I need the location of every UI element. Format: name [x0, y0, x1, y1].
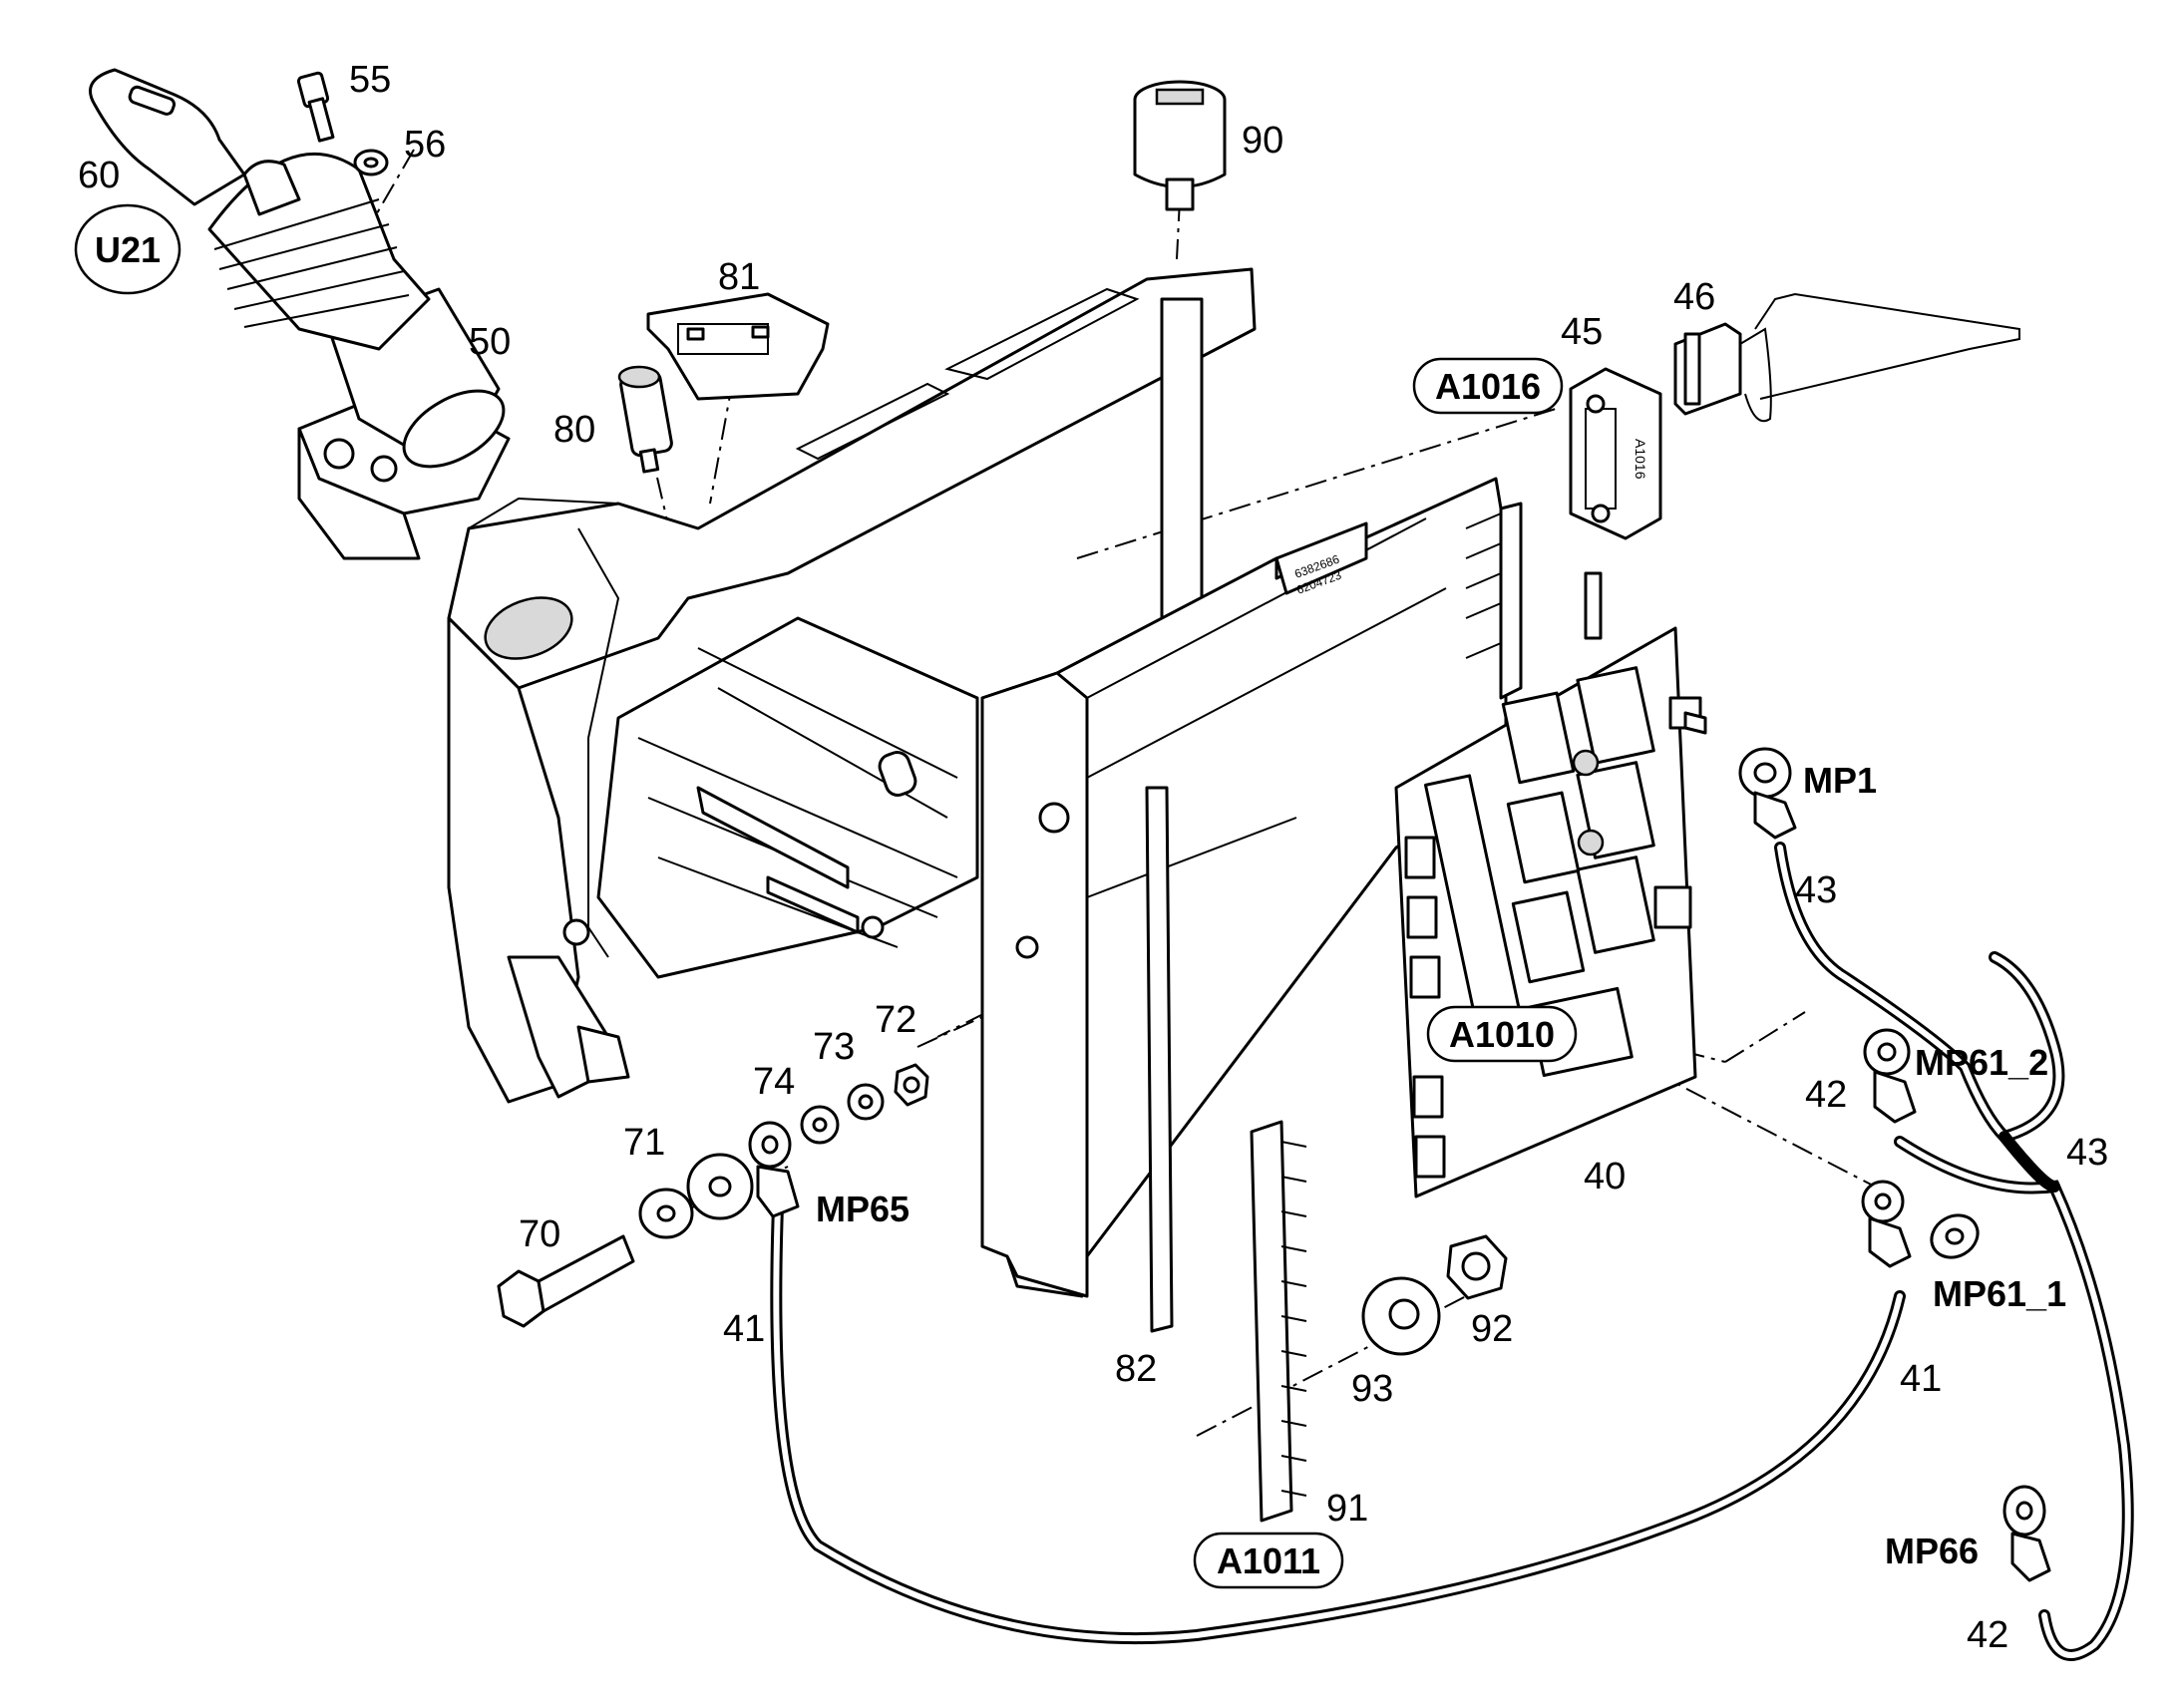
label-74: 74	[753, 1061, 795, 1103]
cover-81	[646, 292, 830, 401]
washer-74	[800, 1105, 840, 1145]
callout-u21-label: U21	[95, 229, 161, 270]
label-46: 46	[1673, 276, 1715, 318]
ring-terminal-mp61-2	[1863, 1028, 1917, 1124]
ring-terminal-mp61-1	[1861, 1180, 1980, 1268]
label-91: 91	[1326, 1488, 1368, 1530]
washer-73	[847, 1083, 885, 1121]
label-41b: 41	[1900, 1358, 1942, 1400]
label-50: 50	[469, 321, 511, 363]
fuse-holder-80	[617, 365, 673, 474]
ring-terminal-mp1	[1738, 747, 1797, 840]
ground-cables	[770, 842, 2134, 1661]
joystick-assembly	[89, 68, 511, 560]
label-mp61-2: MP61_2	[1915, 1042, 2048, 1083]
label-71: 71	[623, 1122, 665, 1164]
nut-72	[894, 1063, 929, 1107]
label-mp61-1: MP61_1	[1933, 1273, 2066, 1314]
label-mp65: MP65	[816, 1189, 909, 1229]
label-92: 92	[1471, 1308, 1513, 1350]
bolt-70	[497, 1234, 635, 1328]
reference-labels: MP1 MP61_2 MP61_1 MP65 MP66	[816, 760, 2066, 1571]
ring-terminal-mp65	[748, 1121, 800, 1218]
washer-71	[638, 1153, 754, 1239]
label-55: 55	[349, 59, 391, 101]
callout-a1010-label: A1010	[1449, 1014, 1555, 1055]
label-41a: 41	[723, 1308, 765, 1350]
label-60: 60	[78, 155, 120, 196]
label-80: 80	[553, 409, 595, 451]
callout-a1011-label: A1011	[1217, 1540, 1320, 1581]
label-72: 72	[875, 999, 916, 1041]
callout-a1010: A1010	[1426, 1005, 1578, 1063]
connector-45: A1016	[1569, 367, 1662, 540]
terminal-strip-91	[1250, 1120, 1307, 1523]
plug-46	[1673, 292, 2020, 423]
console-frame	[447, 267, 1257, 1104]
label-43a: 43	[1795, 869, 1837, 911]
callout-a1016-label: A1016	[1435, 366, 1541, 407]
label-93: 93	[1351, 1368, 1393, 1410]
label-45: 45	[1561, 311, 1603, 353]
label-42a: 42	[1805, 1074, 1847, 1116]
callout-u21: U21	[74, 203, 182, 295]
washer-93	[1361, 1276, 1441, 1356]
label-mp1: MP1	[1803, 760, 1877, 801]
nut-92	[1446, 1234, 1508, 1300]
screw-55	[296, 71, 335, 143]
ring-terminal-mp66	[2002, 1485, 2051, 1582]
label-90: 90	[1242, 120, 1283, 162]
label-81: 81	[718, 256, 760, 298]
label-40: 40	[1584, 1156, 1626, 1197]
callout-a1011: A1011	[1193, 1532, 1344, 1589]
part-labels: 55 56 60 50 81 80 90 45 46 43 42 43 40 4…	[78, 59, 2108, 1656]
callout-a1016: A1016	[1412, 357, 1564, 415]
label-56: 56	[404, 124, 446, 166]
label-mp66: MP66	[1885, 1531, 1979, 1571]
label-70: 70	[519, 1213, 560, 1255]
label-43b: 43	[2066, 1132, 2108, 1174]
label-73: 73	[813, 1026, 855, 1068]
washer-56	[353, 149, 389, 176]
housing-box: 6382686 6204723	[980, 477, 1603, 1333]
connector-code-text: A1016	[1633, 439, 1648, 480]
label-42b: 42	[1967, 1614, 2008, 1656]
socket-90	[1133, 80, 1227, 211]
label-82: 82	[1115, 1348, 1157, 1390]
